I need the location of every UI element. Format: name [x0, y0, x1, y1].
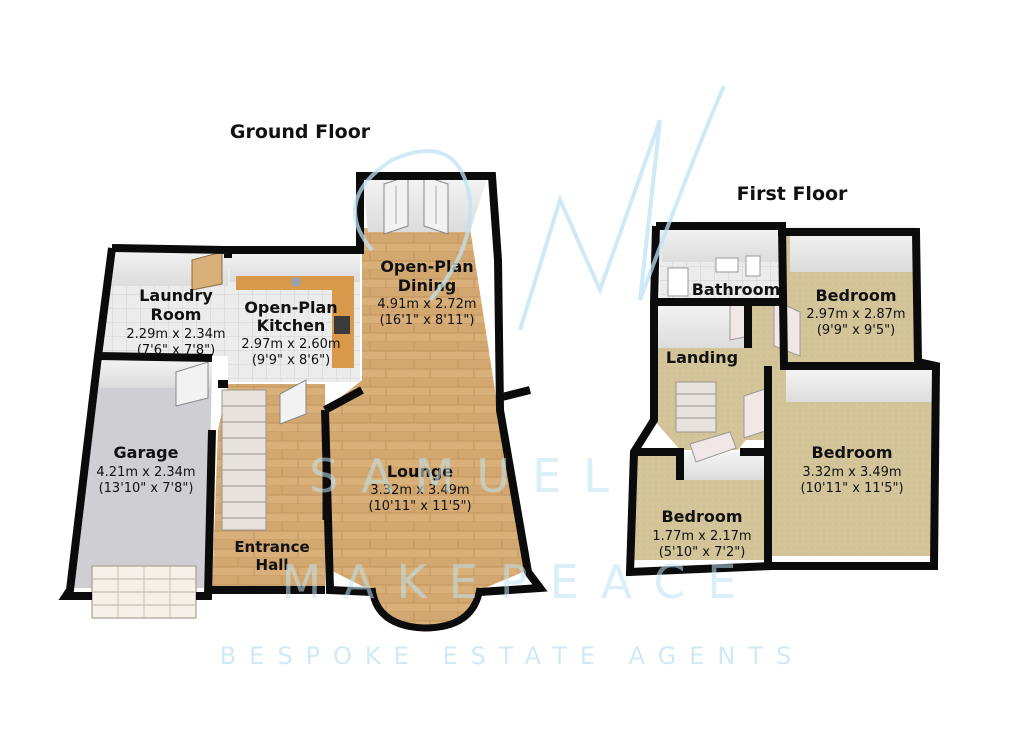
bedroom-front-floor	[772, 370, 934, 556]
sink-icon	[291, 277, 301, 287]
bathroom-name: Bathroom	[692, 280, 781, 299]
landing-stair-rail	[675, 381, 717, 433]
lounge-metric: 3.32m x 3.49m	[370, 483, 469, 498]
dining-metric: 4.91m x 2.72m	[377, 297, 476, 312]
bathroom-back-wall	[662, 226, 782, 262]
bedroom-rear-imperial: (9'9" x 9'5")	[817, 323, 895, 338]
dining-imperial: (16'1" x 8'11")	[380, 313, 475, 328]
bedroom-front-metric: 3.32m x 3.49m	[802, 465, 901, 480]
bedroom-front-label: Bedroom 3.32m x 3.49m (10'11" x 11'5")	[800, 443, 903, 496]
bedroom-small-imperial: (5'10" x 7'2")	[659, 545, 746, 560]
garage-floor	[70, 358, 212, 588]
kitchen-imperial: (9'9" x 8'6")	[252, 353, 330, 368]
laundry-back-door	[191, 251, 223, 291]
lounge-imperial: (10'11" x 11'5")	[368, 499, 471, 514]
hob	[334, 316, 350, 334]
garage-name: Garage	[114, 443, 179, 462]
landing-back-wall	[656, 304, 748, 348]
bedroom-rear-metric: 2.97m x 2.87m	[806, 307, 905, 322]
bedroom-small-back-wall	[680, 452, 768, 480]
bedroom-front-back-wall	[786, 370, 934, 402]
bedroom-small-label: Bedroom 1.77m x 2.17m (5'10" x 7'2")	[652, 507, 751, 560]
laundry-room-label: Laundry Room 2.29m x 2.34m (7'6" x 7'8")	[126, 286, 225, 358]
basin	[715, 257, 739, 273]
kitchen-label: Open-Plan Kitchen 2.97m x 2.60m (9'9" x …	[241, 298, 340, 368]
dining-name-1: Open-Plan	[380, 257, 473, 276]
ground-floor-title: Ground Floor	[230, 121, 371, 143]
bedroom-small-name: Bedroom	[661, 507, 742, 526]
toilet	[745, 255, 761, 277]
garage-metric: 4.21m x 2.34m	[96, 465, 195, 480]
bedroom-rear-label: Bedroom 2.97m x 2.87m (9'9" x 9'5")	[806, 286, 905, 338]
laundry-garage-door	[175, 361, 209, 407]
kitchen-name-1: Open-Plan	[244, 298, 337, 317]
lounge-name: Lounge	[387, 462, 453, 481]
kitchen-hall-door	[279, 379, 307, 425]
kitchen-name-2: Kitchen	[257, 316, 326, 335]
laundry-room-imperial: (7'6" x 7'8")	[137, 343, 215, 358]
kitchen-metric: 2.97m x 2.60m	[241, 337, 340, 352]
kitchen-back-wall	[230, 250, 360, 282]
landing-name: Landing	[666, 348, 738, 367]
garage-door	[91, 565, 197, 619]
dining-name-2: Dining	[398, 276, 456, 295]
first-floor-plan: First Floor	[625, 183, 941, 577]
bath-tub	[667, 267, 689, 297]
hall-label: Entrance Hall	[234, 538, 309, 574]
bedroom-rear-back-wall	[790, 226, 916, 272]
bedroom-front-imperial: (10'11" x 11'5")	[800, 481, 903, 496]
bedroom-small-door	[689, 431, 737, 463]
garage-label: Garage 4.21m x 2.34m (13'10" x 7'8")	[96, 443, 195, 496]
laundry-room-name-1: Laundry	[139, 286, 213, 305]
hall-name-1: Entrance	[234, 538, 309, 556]
hall-name-2: Hall	[256, 556, 289, 574]
bedroom-front-name: Bedroom	[811, 443, 892, 462]
laundry-room-name-2: Room	[151, 305, 202, 324]
staircase	[221, 389, 267, 531]
garage-imperial: (13'10" x 7'8")	[99, 481, 194, 496]
lounge-label: Lounge 3.32m x 3.49m (10'11" x 11'5")	[368, 462, 471, 514]
bedroom-rear-name: Bedroom	[815, 286, 896, 305]
first-floor-walls	[625, 222, 941, 577]
first-floor-title: First Floor	[737, 183, 848, 205]
ground-floor-plan: Ground Floor	[58, 121, 548, 632]
bedroom-small-metric: 1.77m x 2.17m	[652, 529, 751, 544]
laundry-room-metric: 2.29m x 2.34m	[126, 327, 225, 342]
dining-lounge-floor	[325, 228, 528, 590]
watermark-tagline: BESPOKE ESTATE AGENTS	[220, 642, 805, 670]
bay-window	[368, 587, 484, 632]
